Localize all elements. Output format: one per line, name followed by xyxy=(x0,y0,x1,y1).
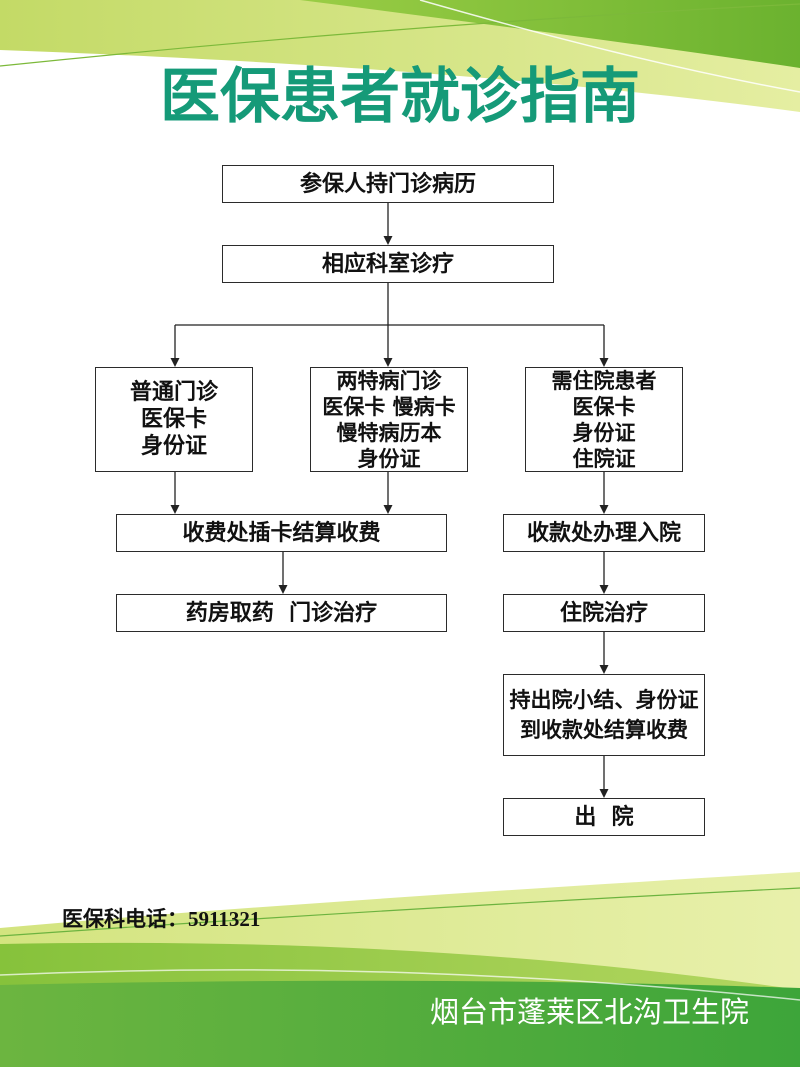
flow-node-pharmacy: 药房取药 门诊治疗 xyxy=(116,594,447,632)
node-text: 住院治疗 xyxy=(559,599,648,626)
node-text: 身份证 xyxy=(572,419,636,445)
bottom-white-line xyxy=(0,969,800,1001)
arrowhead-dept xyxy=(383,236,393,245)
node-text: 到收款处结算收费 xyxy=(520,717,688,742)
node-text: 两特病门诊 xyxy=(336,367,442,393)
arrowhead-admission xyxy=(599,505,609,514)
arrowhead-hosp xyxy=(599,585,609,594)
contact-phone: 医保科电话：5911321 xyxy=(62,904,260,934)
arrowhead-billing-right xyxy=(383,505,393,514)
flow-node-special-disease: 两特病门诊 医保卡 慢病卡 慢特病历本 身份证 xyxy=(310,367,468,472)
arrowhead-inpatient xyxy=(599,358,609,367)
node-text: 普通门诊 xyxy=(129,379,218,405)
flow-node-billing: 收费处插卡结算收费 xyxy=(116,514,447,552)
node-text: 慢特病历本 xyxy=(336,419,442,445)
flow-node-hospitalization: 住院治疗 xyxy=(503,594,705,632)
hospital-name: 烟台市蓬莱区北沟卫生院 xyxy=(430,995,750,1029)
node-text: 相应科室诊疗 xyxy=(321,250,454,277)
top-thin-line xyxy=(0,3,800,67)
flow-node-department: 相应科室诊疗 xyxy=(222,245,554,283)
page-title: 医保患者就诊指南 xyxy=(160,62,640,132)
node-text: 住院证 xyxy=(572,445,636,471)
node-text: 身份证 xyxy=(357,445,421,471)
top-wave-green xyxy=(300,0,800,68)
flow-node-inpatient: 需住院患者 医保卡 身份证 住院证 xyxy=(525,367,683,472)
node-text: 医保卡 xyxy=(140,406,207,432)
flow-node-admission: 收款处办理入院 xyxy=(503,514,705,552)
node-text: 需住院患者 xyxy=(551,367,657,393)
node-text: 收款处办理入院 xyxy=(526,519,681,546)
flow-node-outpatient: 普通门诊 医保卡 身份证 xyxy=(95,367,253,472)
bottom-band-dark xyxy=(0,980,800,1067)
node-text: 收费处插卡结算收费 xyxy=(182,519,381,546)
flow-node-settlement: 持出院小结、身份证 到收款处结算收费 xyxy=(503,674,705,756)
node-text: 出 院 xyxy=(574,803,634,830)
phone-label: 医保科电话： xyxy=(62,907,188,931)
bottom-thin-line xyxy=(0,887,800,937)
phone-number: 5911321 xyxy=(188,907,261,931)
top-white-line xyxy=(419,0,800,93)
arrowhead-settle xyxy=(599,665,609,674)
node-text: 身份证 xyxy=(140,433,207,459)
arrowhead-special xyxy=(383,358,393,367)
arrowhead-discharge xyxy=(599,789,609,798)
arrowhead-billing-left xyxy=(170,505,180,514)
node-text: 持出院小结、身份证 xyxy=(509,687,699,712)
arrowhead-outpatient xyxy=(170,358,180,367)
node-text: 参保人持门诊病历 xyxy=(299,170,476,197)
node-text: 医保卡 xyxy=(572,393,636,419)
flow-node-discharge: 出 院 xyxy=(503,798,705,836)
node-text: 药房取药 门诊治疗 xyxy=(185,599,378,626)
arrowhead-pharmacy xyxy=(278,585,288,594)
flow-node-start: 参保人持门诊病历 xyxy=(222,165,554,203)
node-text: 医保卡 慢病卡 xyxy=(322,393,456,419)
